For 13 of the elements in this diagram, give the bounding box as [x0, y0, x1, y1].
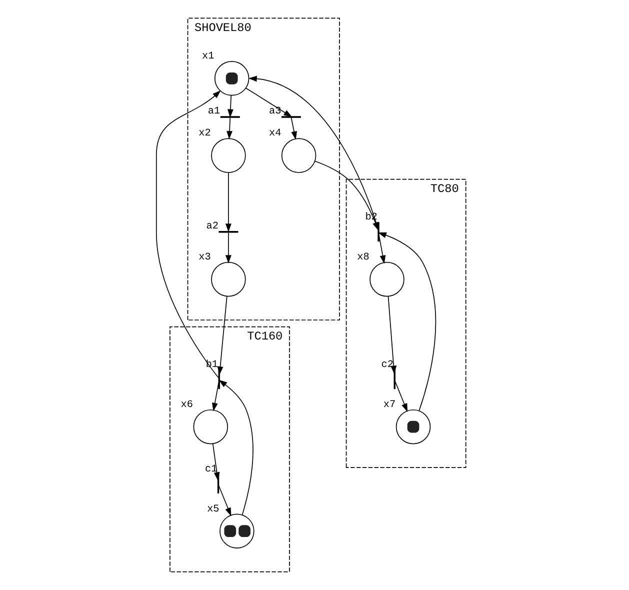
node-label: x1 — [202, 52, 214, 63]
node-label: a1 — [208, 106, 220, 118]
node-label: x7 — [383, 400, 396, 411]
node-label: x8 — [357, 252, 370, 264]
node-label: x3 — [198, 252, 211, 264]
node-label: x5 — [207, 504, 220, 516]
node-label: x2 — [198, 128, 211, 140]
node-label: a3 — [268, 106, 282, 118]
node-label: c2 — [381, 360, 394, 372]
node-label: a2 — [206, 222, 218, 233]
node-label: c1 — [204, 464, 218, 476]
node-label: x6 — [180, 400, 194, 411]
node-label: x4 — [268, 128, 282, 140]
